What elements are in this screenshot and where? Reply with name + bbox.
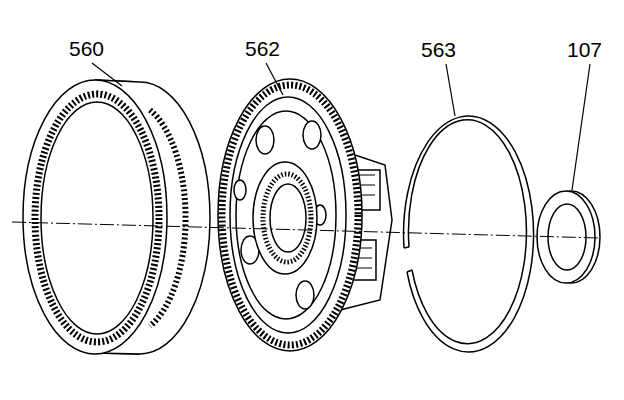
leader-lines [92, 63, 590, 190]
ring-gear [23, 80, 210, 354]
callout-number: 562 [245, 38, 280, 59]
center-line [12, 222, 600, 238]
callout-number: 107 [567, 39, 602, 60]
snap-ring [404, 116, 534, 352]
callout-number: 563 [421, 39, 456, 60]
planet-carrier [218, 79, 392, 351]
callout-number: 560 [69, 38, 104, 59]
